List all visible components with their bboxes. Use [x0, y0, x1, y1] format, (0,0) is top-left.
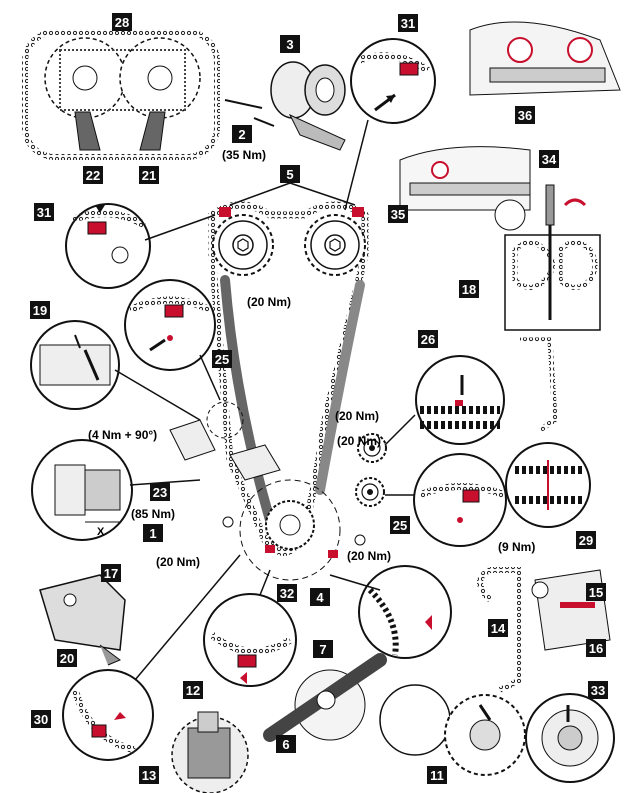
detail-1: X	[31, 439, 133, 541]
callout-22: 22	[83, 166, 103, 184]
callout-26: 26	[418, 330, 438, 348]
callout-13: 13	[139, 766, 159, 784]
torque-spec: (9 Nm)	[498, 540, 536, 554]
callout-18: 18	[459, 280, 479, 298]
callout-33: 33	[588, 681, 608, 699]
callout-3: 3	[280, 35, 300, 53]
callout-34: 34	[539, 150, 559, 168]
callout-14: 14	[488, 619, 508, 637]
callout-15: 15	[586, 583, 606, 601]
callout-2: 2	[232, 125, 252, 143]
torque-spec: (20 Nm)	[337, 434, 382, 448]
callout-29: 29	[576, 531, 596, 549]
detail-19	[30, 320, 120, 410]
callout-28: 28	[112, 13, 132, 31]
callout-19: 19	[30, 301, 50, 319]
callout-7: 7	[313, 640, 333, 658]
engine-top-view-36	[469, 21, 621, 96]
cylinder-head-view-18	[504, 184, 601, 433]
callout-31: 31	[398, 14, 418, 32]
callout-12: 12	[183, 681, 203, 699]
holding-tool-6	[263, 653, 387, 742]
torque-spec: (4 Nm + 90°)	[88, 428, 158, 442]
torque-spec: (20 Nm)	[347, 549, 392, 563]
callout-1: 1	[143, 524, 163, 542]
sprocket-view-11	[379, 684, 526, 776]
main-timing-chain	[169, 201, 387, 581]
torque-spec: (85 Nm)	[131, 507, 176, 521]
callout-17: 17	[101, 564, 121, 582]
torque-spec: (35 Nm)	[222, 148, 267, 162]
detail-25-lower	[413, 453, 507, 547]
callout-5: 5	[280, 165, 300, 183]
torque-spec: (20 Nm)	[335, 409, 380, 423]
callout-21: 21	[139, 166, 159, 184]
dimension-x-label: X	[97, 526, 105, 538]
detail-31-left	[65, 203, 151, 289]
tensioner-part	[224, 61, 346, 151]
callout-31: 31	[34, 203, 54, 221]
callout-30: 30	[31, 710, 51, 728]
leader-lines	[114, 119, 416, 681]
detail-26	[415, 355, 505, 445]
detail-30	[62, 669, 154, 761]
callout-11: 11	[427, 766, 447, 784]
cam-locking-view	[22, 29, 220, 160]
torque-spec: (20 Nm)	[247, 295, 292, 309]
sprocket-33	[525, 693, 615, 783]
tensioner-17	[39, 574, 126, 666]
callout-6: 6	[276, 735, 296, 753]
callout-20: 20	[57, 649, 77, 667]
engine-side-view-34	[399, 146, 531, 231]
callout-23: 23	[150, 483, 170, 501]
callout-25: 25	[212, 350, 232, 368]
detail-4	[358, 565, 452, 659]
detail-25-upper	[124, 279, 244, 439]
crank-tool-12	[171, 711, 249, 793]
callout-35: 35	[388, 205, 408, 223]
callout-16: 16	[586, 639, 606, 657]
callout-25: 25	[390, 516, 410, 534]
detail-31-top	[350, 38, 436, 124]
callout-4: 4	[310, 588, 330, 606]
callout-36: 36	[515, 106, 535, 124]
detail-32	[203, 593, 297, 687]
torque-spec: (20 Nm)	[156, 555, 201, 569]
callout-32: 32	[277, 584, 297, 602]
detail-29	[505, 442, 591, 528]
